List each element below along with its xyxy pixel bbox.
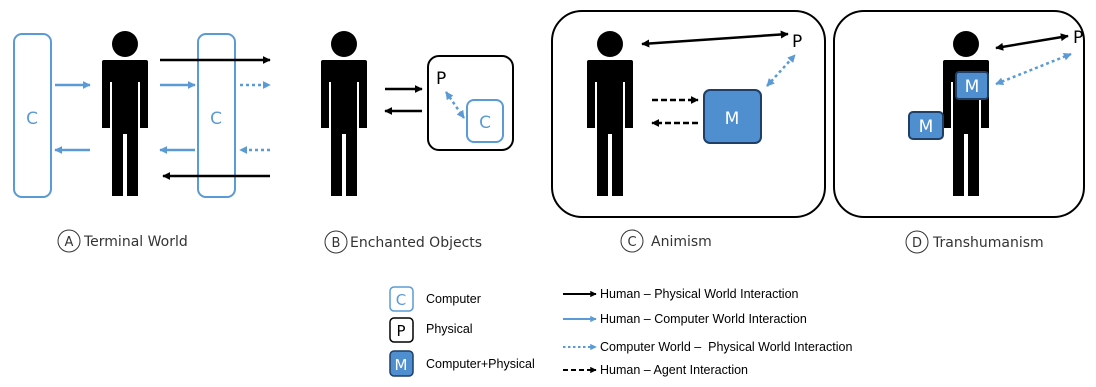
legend-label: Human – Physical World Interaction	[600, 287, 799, 301]
human-figure	[321, 31, 367, 196]
carried-device-glyph: M	[919, 117, 934, 137]
legend-label: Computer	[426, 292, 481, 306]
panel-terminal-world: C C A Terminal World	[13, 31, 271, 253]
carried-device-box	[908, 111, 944, 140]
legend-label: Physical	[426, 322, 473, 336]
agent-box	[703, 89, 762, 144]
legend-glyph: M	[395, 356, 408, 374]
legend-arrow-human-agent: Human – Agent Interaction	[563, 363, 748, 377]
agent-glyph: M	[725, 109, 740, 129]
legend-arrow-computer-physical: Computer World – Physical World Interact…	[563, 340, 852, 354]
panel-animism: P M C Animism	[551, 10, 826, 253]
panel-transhumanism: P M M D Transhumanism	[833, 10, 1085, 254]
panel-caption: Terminal World	[83, 234, 188, 250]
implant-box	[955, 71, 989, 100]
panel-letter-circle	[620, 229, 644, 253]
arrow-agent-physical	[766, 54, 796, 87]
computer-box-small	[466, 99, 504, 143]
panel-letter-circle	[57, 229, 81, 253]
legend-label: Computer+Physical	[426, 357, 535, 371]
human-figure	[102, 31, 148, 196]
panel-enchanted-objects: P C B Enchanted Objects	[321, 31, 514, 254]
legend-box-physical: P Physical	[389, 317, 473, 343]
physical-glyph: P	[1073, 28, 1083, 48]
panel-letter: B	[332, 236, 341, 251]
panel-caption: Enchanted Objects	[350, 235, 482, 251]
arrow-human-physical	[995, 33, 1069, 51]
arrow-human-physical	[641, 30, 789, 48]
panel-caption: Animism	[651, 234, 712, 250]
legend-box-computer-physical: M Computer+Physical	[389, 350, 535, 377]
panel-letter: D	[912, 236, 922, 251]
legend-swatch-computer	[389, 286, 414, 312]
legend-arrow-human-physical: Human – Physical World Interaction	[563, 287, 799, 301]
panel-letter: C	[627, 235, 636, 250]
legend-glyph: C	[396, 291, 406, 309]
computer-glyph-left: C	[26, 109, 38, 129]
computer-glyph-right: C	[210, 109, 222, 129]
panel-letter-circle	[905, 230, 929, 254]
computer-box-left	[13, 33, 52, 198]
computer-box-right	[197, 33, 236, 198]
panel-letter-circle	[324, 230, 348, 254]
legend-swatch-mixed	[389, 350, 414, 377]
legend-swatch-physical	[389, 317, 414, 343]
legend-label: Human – Computer World Interaction	[600, 312, 807, 326]
computer-glyph-small: C	[479, 113, 491, 133]
implant-glyph: M	[965, 77, 980, 97]
arrow-implant-physical	[995, 52, 1072, 86]
legend: C Computer P Physical M Computer+Physica…	[389, 286, 852, 377]
legend-label: Computer World – Physical World Interact…	[600, 340, 852, 354]
physical-glyph: P	[792, 32, 802, 52]
panel-letter: A	[65, 235, 74, 250]
panel-caption: Transhumanism	[932, 235, 1044, 251]
legend-label: Human – Agent Interaction	[600, 363, 748, 377]
arrow-physical-computer-link	[444, 91, 466, 119]
legend-box-computer: C Computer	[389, 286, 481, 312]
physical-glyph: P	[436, 69, 446, 89]
legend-glyph: P	[396, 322, 405, 340]
legend-arrow-human-computer: Human – Computer World Interaction	[563, 312, 807, 326]
